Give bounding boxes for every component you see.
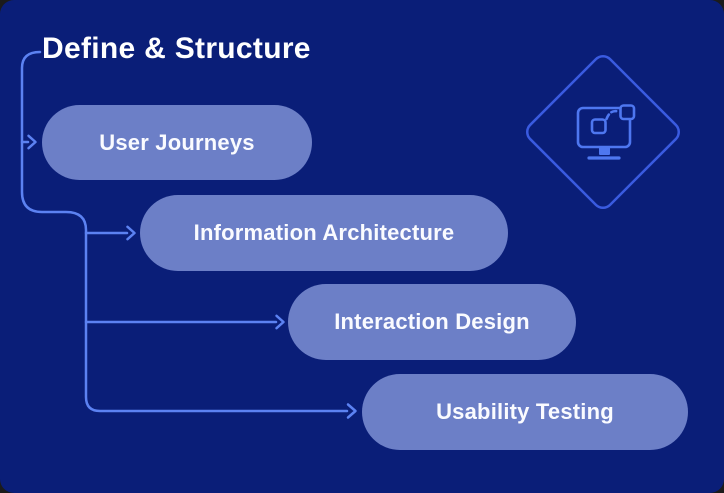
flow-node-interaction-design: Interaction Design — [288, 284, 576, 360]
page-title: Define & Structure — [42, 32, 311, 65]
flow-node-label: Information Architecture — [193, 220, 455, 245]
flow-node-label: Interaction Design — [334, 309, 530, 334]
monitor-prototype-icon — [576, 104, 636, 160]
flow-node-user-journeys: User Journeys — [42, 105, 312, 180]
flow-node-usability-testing: Usability Testing — [362, 374, 688, 450]
flow-node-information-architecture: Information Architecture — [140, 195, 508, 271]
flow-node-label: Usability Testing — [436, 399, 614, 424]
diamond-outline-icon — [525, 54, 681, 210]
flow-node-label: User Journeys — [99, 129, 255, 155]
